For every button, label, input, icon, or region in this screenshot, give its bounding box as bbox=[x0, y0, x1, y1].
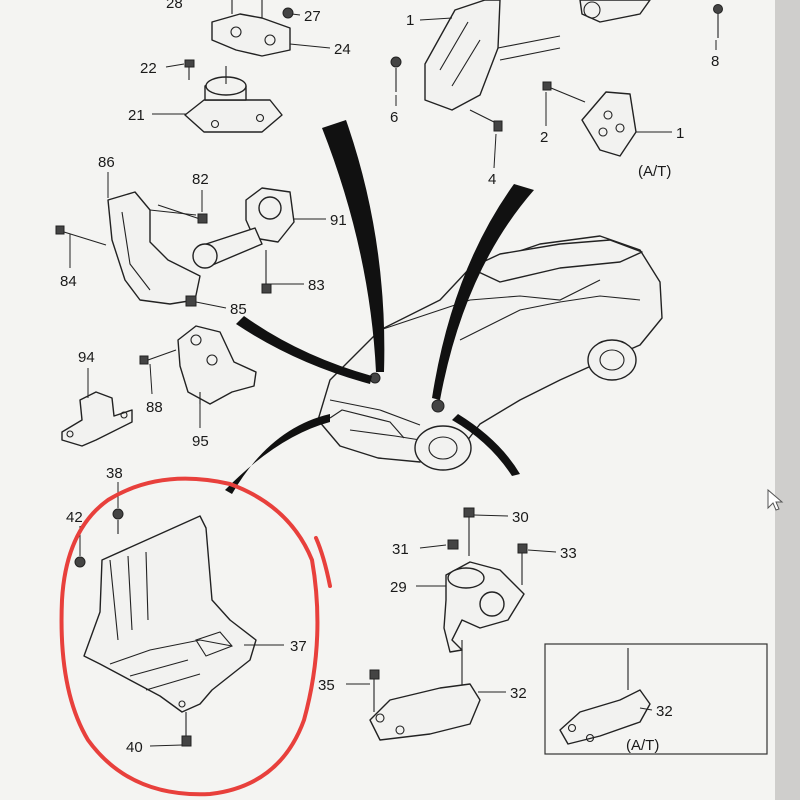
bolt-6 bbox=[390, 56, 402, 92]
label-42: 42 bbox=[66, 509, 83, 526]
bracket-32 bbox=[369, 640, 481, 741]
engine-mount-91 bbox=[192, 187, 295, 269]
bolt-33 bbox=[517, 543, 528, 585]
bolt-2 bbox=[542, 81, 586, 103]
label-35: 35 bbox=[318, 677, 335, 694]
bolt-22 bbox=[184, 59, 195, 80]
bolt-83 bbox=[261, 250, 272, 294]
label-29: 29 bbox=[390, 579, 407, 596]
bolt-40 bbox=[181, 712, 192, 747]
mouse-cursor-icon bbox=[767, 488, 784, 511]
label-85: 85 bbox=[230, 301, 247, 318]
label-32: 32 bbox=[510, 685, 527, 702]
engine-mount-21 bbox=[184, 66, 283, 133]
nut-85 bbox=[185, 295, 197, 307]
label-1-upper: 1 bbox=[406, 12, 414, 29]
label-24: 24 bbox=[334, 41, 351, 58]
bolt-38 bbox=[112, 508, 124, 534]
label-84: 84 bbox=[60, 273, 77, 290]
car-illustration bbox=[317, 235, 663, 471]
nut-31 bbox=[447, 539, 459, 550]
label-30: 30 bbox=[512, 509, 529, 526]
part-labels: 28 27 24 22 21 1 6 8 2 1 4 (A/T) 86 82 9… bbox=[60, 0, 719, 756]
label-28: 28 bbox=[166, 0, 183, 12]
label-37: 37 bbox=[290, 638, 307, 655]
mount-bracket-24 bbox=[211, 0, 291, 57]
monitor-bezel bbox=[775, 0, 800, 800]
label-at-bottom: (A/T) bbox=[626, 737, 659, 754]
label-91: 91 bbox=[330, 212, 347, 229]
mount-top-right bbox=[579, 0, 651, 23]
label-8: 8 bbox=[711, 53, 719, 70]
bolt-8 bbox=[713, 4, 723, 38]
label-40: 40 bbox=[126, 739, 143, 756]
label-31: 31 bbox=[392, 541, 409, 558]
bracket-86 bbox=[107, 191, 201, 305]
label-1-at: 1 bbox=[676, 125, 684, 142]
label-38: 38 bbox=[106, 465, 123, 482]
label-27: 27 bbox=[304, 8, 321, 25]
label-83: 83 bbox=[308, 277, 325, 294]
label-4: 4 bbox=[488, 171, 496, 188]
bolt-42 bbox=[74, 556, 86, 568]
label-at-top: (A/T) bbox=[638, 163, 671, 180]
nut-27 bbox=[282, 7, 294, 19]
at-inset-box bbox=[544, 643, 768, 755]
bolt-30 bbox=[463, 507, 475, 556]
bolt-35 bbox=[369, 669, 380, 712]
label-21: 21 bbox=[128, 107, 145, 124]
label-86: 86 bbox=[98, 154, 115, 171]
bracket-94 bbox=[61, 391, 133, 447]
bolt-82 bbox=[157, 204, 208, 224]
bolt-4 bbox=[469, 109, 503, 132]
label-88: 88 bbox=[146, 399, 163, 416]
label-22: 22 bbox=[140, 60, 157, 77]
label-82: 82 bbox=[192, 171, 209, 188]
label-94: 94 bbox=[78, 349, 95, 366]
label-2: 2 bbox=[540, 129, 548, 146]
bolt-88 bbox=[139, 349, 177, 365]
label-32-at: 32 bbox=[656, 703, 673, 720]
label-95: 95 bbox=[192, 433, 209, 450]
bolt-84 bbox=[55, 225, 107, 246]
bracket-95 bbox=[177, 325, 257, 405]
transmission-mount-29 bbox=[443, 561, 525, 653]
label-6: 6 bbox=[390, 109, 398, 126]
annotation-circle bbox=[59, 476, 332, 797]
splash-shield-37 bbox=[83, 515, 257, 713]
label-33: 33 bbox=[560, 545, 577, 562]
bracket-1-upper bbox=[424, 0, 561, 111]
leader-lines bbox=[69, 13, 717, 747]
